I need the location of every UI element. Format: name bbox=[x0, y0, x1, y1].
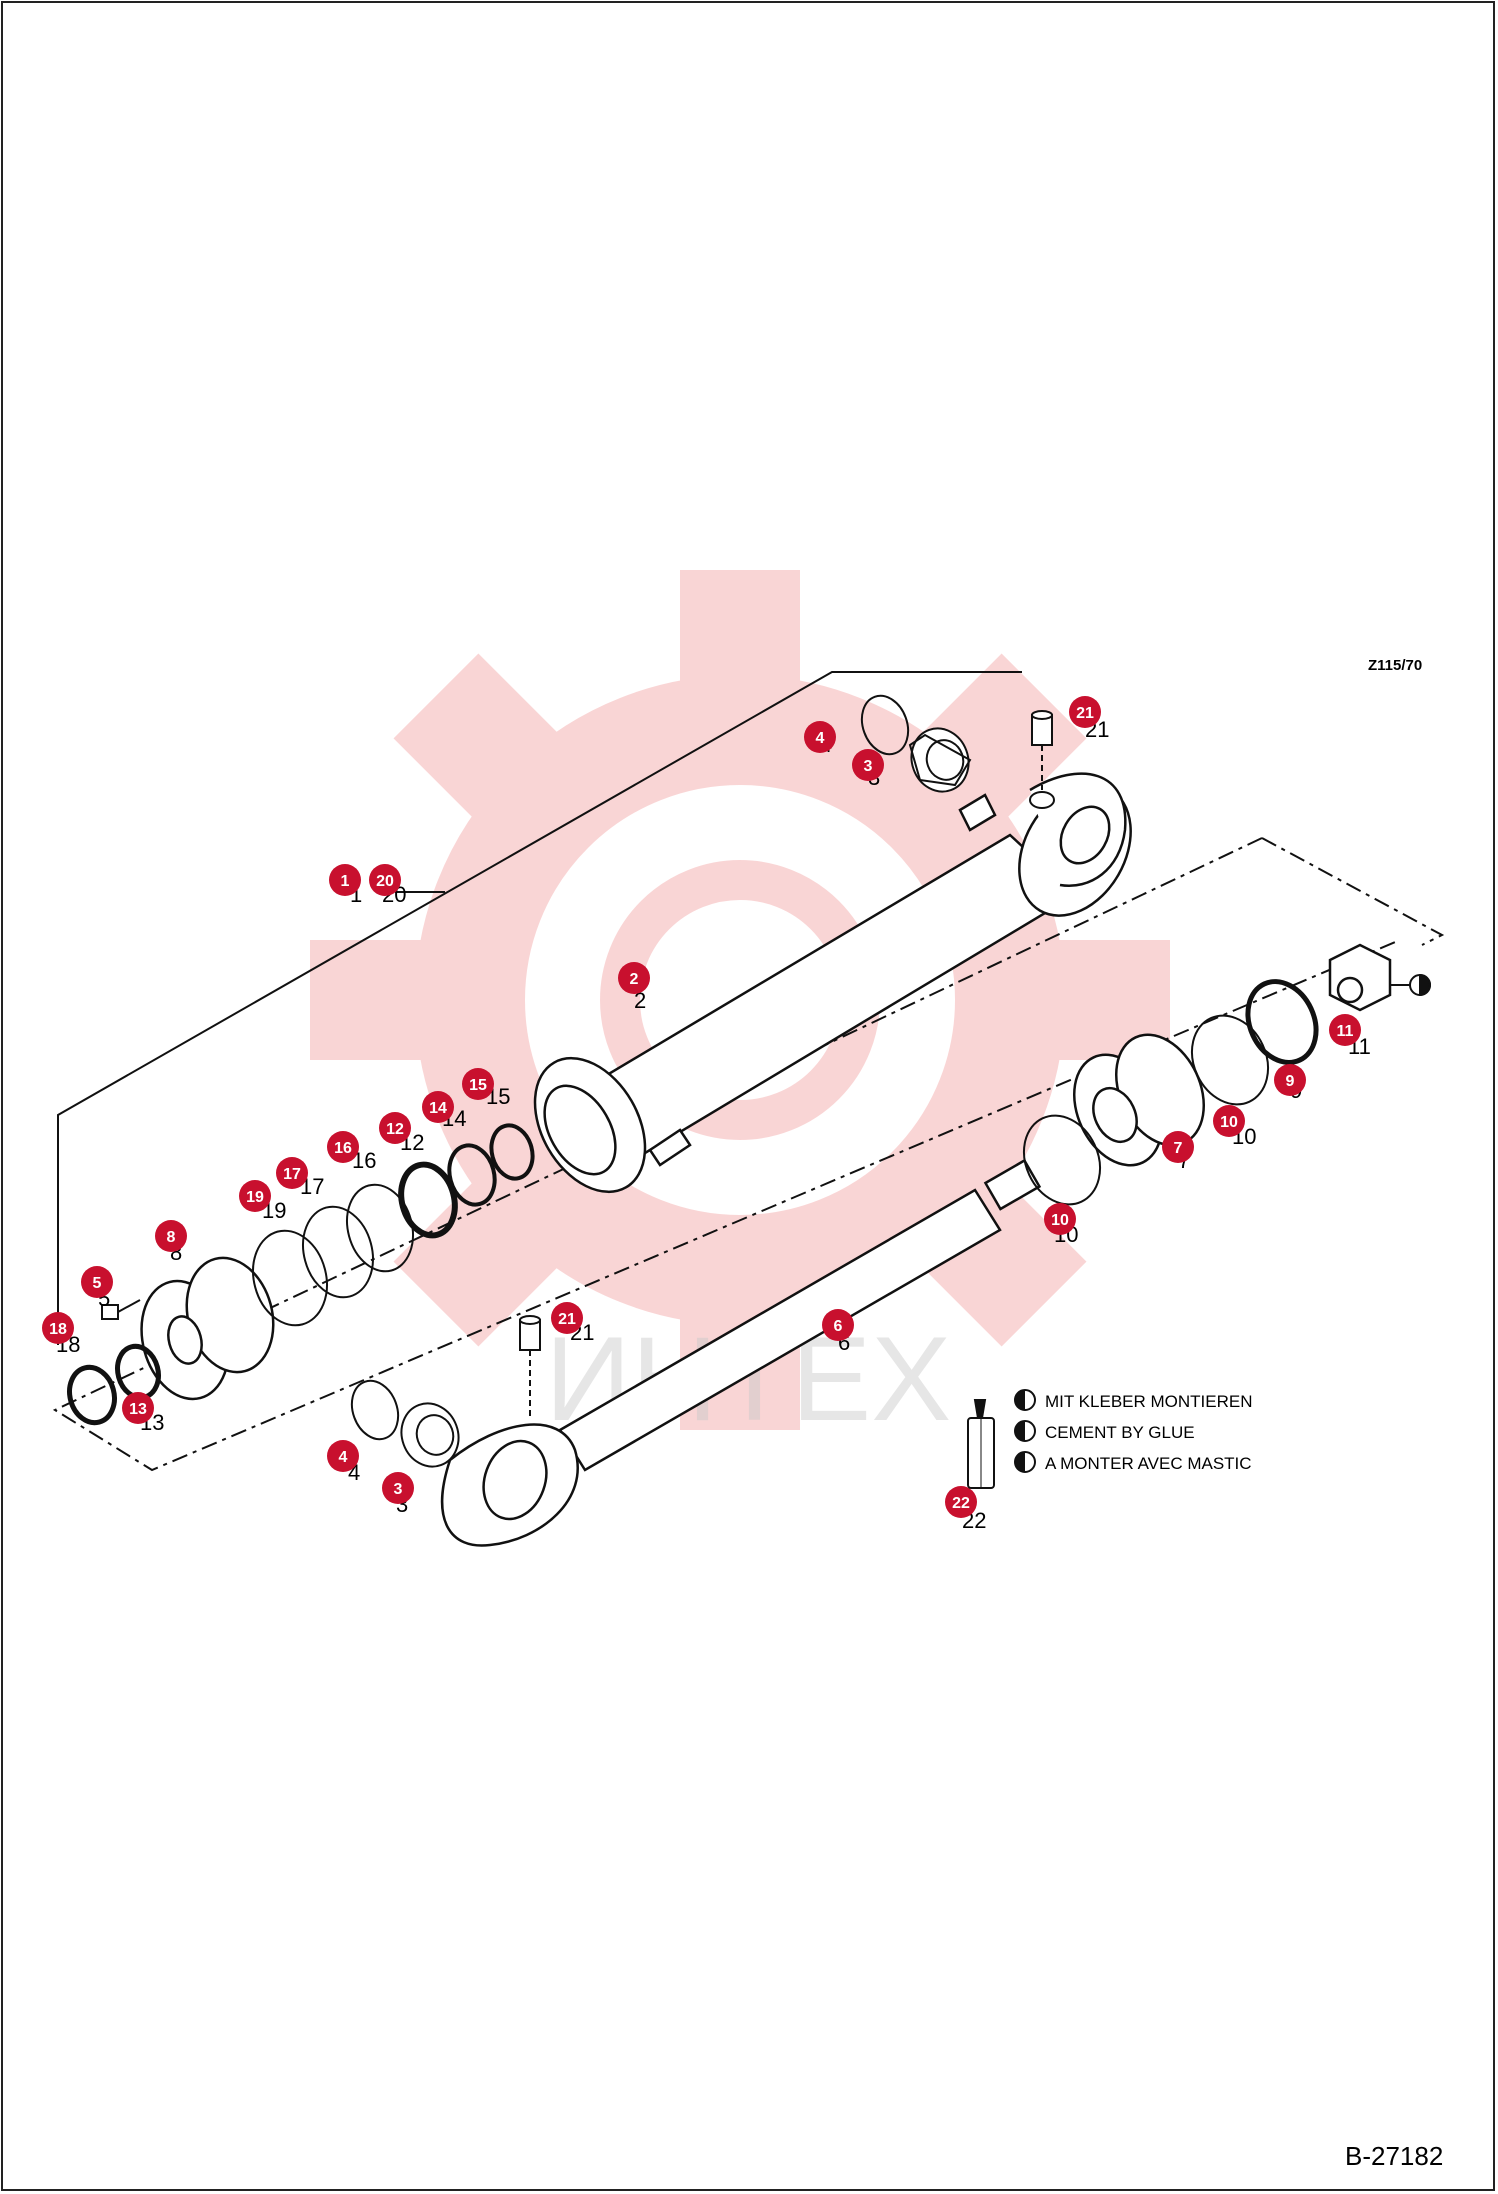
marker-6[interactable]: 6 bbox=[822, 1309, 854, 1341]
svg-text:18: 18 bbox=[49, 1321, 67, 1338]
svg-text:3: 3 bbox=[864, 758, 873, 775]
piston-rod bbox=[440, 1158, 1042, 1547]
marker-12[interactable]: 12 bbox=[379, 1112, 411, 1144]
svg-text:16: 16 bbox=[334, 1140, 352, 1157]
circlip-bottom bbox=[350, 1379, 400, 1441]
svg-text:6: 6 bbox=[834, 1318, 843, 1335]
svg-text:20: 20 bbox=[376, 873, 394, 890]
sheet-number: B-27182 bbox=[1345, 2141, 1443, 2171]
marker-21-bottom[interactable]: 21 bbox=[551, 1302, 583, 1334]
rod-assembly-bracket bbox=[52, 837, 1445, 1472]
piston bbox=[1072, 1033, 1206, 1167]
label-2: 2 bbox=[634, 988, 646, 1013]
drawing-code: Z115/70 bbox=[1368, 657, 1422, 674]
marker-15[interactable]: 15 bbox=[462, 1068, 494, 1100]
glue-tube-icon bbox=[967, 1399, 995, 1489]
marker-16[interactable]: 16 bbox=[327, 1131, 359, 1163]
marker-4-bottom[interactable]: 4 bbox=[327, 1440, 359, 1472]
assembly-bracket bbox=[57, 671, 1022, 1345]
svg-text:12: 12 bbox=[386, 1121, 404, 1138]
marker-7[interactable]: 7 bbox=[1162, 1131, 1194, 1163]
marker-19[interactable]: 19 bbox=[239, 1180, 271, 1212]
bolt bbox=[101, 1299, 141, 1320]
marker-8[interactable]: 8 bbox=[155, 1220, 187, 1252]
marker-1[interactable]: 1 bbox=[329, 864, 361, 896]
guide-ring bbox=[1245, 979, 1319, 1065]
grease-nipple-top bbox=[1029, 710, 1055, 809]
glue-symbol-nut bbox=[1390, 973, 1431, 997]
nut bbox=[1328, 943, 1392, 1012]
svg-text:17: 17 bbox=[283, 1166, 301, 1183]
part-markers: 4 3 21 1 20 2 15 14 12 16 17 19 8 5 18 1… bbox=[42, 696, 1361, 1518]
marker-9[interactable]: 9 bbox=[1274, 1064, 1306, 1096]
svg-text:10: 10 bbox=[1051, 1212, 1069, 1229]
svg-text:21: 21 bbox=[558, 1311, 576, 1328]
svg-text:15: 15 bbox=[469, 1077, 487, 1094]
svg-text:7: 7 bbox=[1174, 1140, 1183, 1157]
marker-10-lower[interactable]: 10 bbox=[1044, 1203, 1076, 1235]
head-seals bbox=[252, 1123, 535, 1327]
legend-line-en: CEMENT BY GLUE bbox=[1045, 1423, 1195, 1442]
marker-11[interactable]: 11 bbox=[1329, 1014, 1361, 1046]
legend-symbol-de bbox=[1014, 1389, 1036, 1411]
marker-14[interactable]: 14 bbox=[422, 1091, 454, 1123]
o-ring-piston-outer bbox=[1023, 1014, 1269, 1206]
svg-text:21: 21 bbox=[1076, 705, 1094, 722]
svg-text:10: 10 bbox=[1220, 1114, 1238, 1131]
bearing-bottom bbox=[400, 1402, 460, 1468]
svg-text:22: 22 bbox=[952, 1495, 970, 1512]
svg-text:5: 5 bbox=[93, 1275, 102, 1292]
svg-text:4: 4 bbox=[816, 730, 825, 747]
marker-3-bottom[interactable]: 3 bbox=[382, 1472, 414, 1504]
svg-text:3: 3 bbox=[394, 1481, 403, 1498]
marker-4-top[interactable]: 4 bbox=[804, 721, 836, 753]
marker-2[interactable]: 2 bbox=[618, 962, 650, 994]
marker-22[interactable]: 22 bbox=[945, 1486, 977, 1518]
cylinder-head bbox=[140, 1256, 275, 1401]
svg-text:14: 14 bbox=[429, 1100, 447, 1117]
marker-5[interactable]: 5 bbox=[81, 1266, 113, 1298]
svg-text:11: 11 bbox=[1337, 1023, 1354, 1040]
marker-20[interactable]: 20 bbox=[369, 864, 401, 896]
bearing-top bbox=[908, 727, 972, 793]
legend-symbol-fr bbox=[1014, 1451, 1036, 1473]
svg-text:1: 1 bbox=[341, 873, 350, 890]
legend-line-fr: A MONTER AVEC MASTIC bbox=[1045, 1454, 1252, 1473]
watermark-gear-icon bbox=[310, 570, 1170, 1430]
legend-symbol-en bbox=[1014, 1420, 1036, 1442]
marker-3-top[interactable]: 3 bbox=[852, 749, 884, 781]
svg-text:19: 19 bbox=[246, 1189, 264, 1206]
marker-21-top[interactable]: 21 bbox=[1069, 696, 1101, 728]
svg-text:8: 8 bbox=[167, 1229, 176, 1246]
marker-18[interactable]: 18 bbox=[42, 1312, 74, 1344]
glue-legend: MIT KLEBER MONTIEREN CEMENT BY GLUE A MO… bbox=[967, 1389, 1253, 1489]
circlip-top bbox=[860, 694, 910, 756]
svg-text:2: 2 bbox=[630, 971, 639, 988]
svg-text:9: 9 bbox=[1286, 1073, 1295, 1090]
cylinder-barrel bbox=[533, 772, 1132, 1194]
marker-10-upper[interactable]: 10 bbox=[1213, 1105, 1245, 1137]
legend-line-de: MIT KLEBER MONTIEREN bbox=[1045, 1392, 1253, 1411]
grease-nipple-bottom bbox=[519, 1315, 541, 1420]
marker-17[interactable]: 17 bbox=[276, 1157, 308, 1189]
svg-text:4: 4 bbox=[339, 1449, 348, 1466]
svg-text:13: 13 bbox=[129, 1401, 147, 1418]
marker-13[interactable]: 13 bbox=[122, 1392, 154, 1424]
